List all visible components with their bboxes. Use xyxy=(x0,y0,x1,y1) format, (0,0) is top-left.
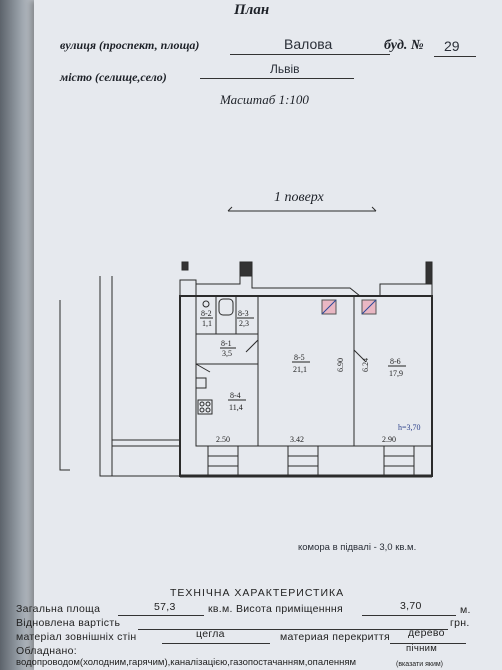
room-8-2-area: 1,1 xyxy=(202,319,212,328)
arrow-left xyxy=(227,206,233,212)
city-label: місто (селище,село) xyxy=(60,70,167,84)
room-8-5-id: 8-5 xyxy=(294,353,305,362)
height-mark: h=3,70 xyxy=(398,423,421,432)
restored-cost-unit: грн. xyxy=(450,617,470,629)
equipped-label: Обладнано: xyxy=(16,645,77,657)
room-8-3-id: 8-3 xyxy=(238,309,249,318)
height-label: кв.м. Висота приміщенння xyxy=(208,603,344,615)
document-sheet: План вулиця (проспект, площа) Валова буд… xyxy=(16,0,502,670)
room-8-4-id: 8-4 xyxy=(230,391,241,400)
tech-title: ТЕХНІЧНА ХАРАКТЕРИСТИКА xyxy=(170,587,345,599)
height-unit: м. xyxy=(460,604,471,616)
city-value: Львів xyxy=(270,62,300,76)
stove xyxy=(197,399,213,415)
ceiling-value: дерево xyxy=(408,627,445,639)
total-area-line xyxy=(118,615,204,616)
restored-cost-line xyxy=(138,629,448,630)
toilet xyxy=(202,300,210,308)
building-underline xyxy=(434,56,476,57)
outer-wall xyxy=(179,295,433,477)
room-8-1-id: 8-1 xyxy=(221,339,232,348)
page-title: План xyxy=(234,2,270,18)
building-value: 29 xyxy=(444,38,460,54)
room-8-2-id: 8-2 xyxy=(201,309,212,318)
ceiling-label: материая перекриття xyxy=(280,631,391,643)
street-underline xyxy=(230,54,390,55)
wall-material-value: цегла xyxy=(196,628,225,640)
windows xyxy=(207,445,415,477)
total-area-label: Загальна площа xyxy=(16,603,101,615)
floor-title: 1 поверх xyxy=(274,190,324,205)
dimension-4: 6.90 xyxy=(336,358,345,372)
room-8-6-area: 17,9 xyxy=(389,369,403,378)
dimension-2: 3.42 xyxy=(290,435,304,444)
left-fragment xyxy=(59,300,70,471)
restored-cost-label: Відновлена вартість xyxy=(16,617,121,629)
room-8-1-area: 3,5 xyxy=(222,349,232,358)
height-line xyxy=(362,615,456,616)
dimension-5: 6.24 xyxy=(361,358,370,372)
room-8-5-area: 21,1 xyxy=(293,365,307,374)
utilities-text: водопроводом(холодним,гарячим),каналізац… xyxy=(16,657,357,668)
wall-material-line xyxy=(162,643,270,644)
left-extension xyxy=(99,276,180,477)
ceiling-line xyxy=(390,643,466,644)
heating-hint: (вказати яким) xyxy=(396,661,443,668)
street-label: вулиця (проспект, площа) xyxy=(60,38,200,52)
room-8-3-area: 2,3 xyxy=(239,319,249,328)
sink xyxy=(195,377,207,389)
basement-note: комора в підвалі - 3,0 кв.м. xyxy=(298,542,417,553)
building-label: буд. № xyxy=(384,38,424,53)
top-wall-outline xyxy=(179,275,433,476)
door-arc-1 xyxy=(245,339,259,353)
height-value: 3,70 xyxy=(400,600,422,612)
room-8-4-area: 11,4 xyxy=(229,403,243,412)
heating-value: пічним xyxy=(406,643,438,654)
wall-fragments xyxy=(181,261,433,285)
door-arc-2 xyxy=(353,349,367,363)
city-underline xyxy=(200,78,354,79)
bathtub xyxy=(218,298,234,316)
room-8-6-id: 8-6 xyxy=(390,357,401,366)
dimension-1: 2.50 xyxy=(216,435,230,444)
wall-material-label: матеріал зовнішніх стін xyxy=(16,631,137,643)
room-kitchen xyxy=(195,363,259,447)
scale-text: Масштаб 1:100 xyxy=(220,92,309,107)
street-value: Валова xyxy=(284,36,333,52)
binder-edge xyxy=(0,0,34,670)
total-area-value: 57,3 xyxy=(154,601,176,613)
dimension-3: 2.90 xyxy=(382,435,396,444)
arrow-right xyxy=(371,206,377,212)
